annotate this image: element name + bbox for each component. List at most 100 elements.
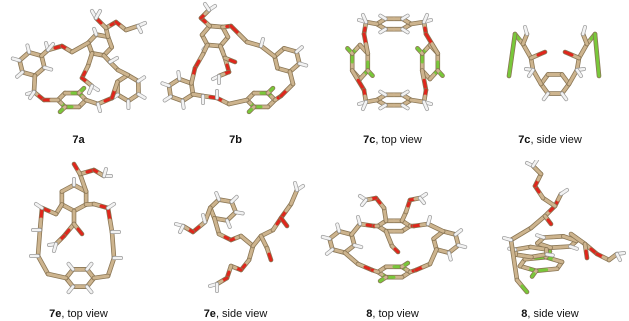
bond-half: [266, 49, 277, 58]
molecule-7a: [10, 9, 147, 115]
hydrogen-bond: [181, 99, 185, 110]
label-7a-compound: 7a: [72, 134, 85, 146]
bond-half: [378, 277, 385, 283]
hydrogen-bond: [325, 248, 334, 256]
bond-half: [76, 227, 84, 236]
panel-7a: 7a: [0, 0, 157, 160]
hydrogen-bond: [46, 42, 55, 52]
bond-half: [403, 261, 410, 267]
hydrogen-bond: [379, 103, 387, 110]
hydrogen-bond: [542, 92, 550, 101]
hydrogen-bond: [108, 56, 119, 64]
hydrogen-bond: [137, 92, 146, 100]
molecule-8-side-bonds: [502, 160, 626, 295]
hydrogen-bond: [293, 181, 299, 192]
hydrogen-bond: [360, 198, 368, 207]
hydrogen-bond: [523, 25, 529, 36]
molecule-7c-side: [506, 25, 602, 102]
molecule-7e-side: [174, 181, 305, 293]
bond-half: [282, 220, 289, 228]
hydrogen-bond: [356, 215, 362, 226]
bond-half: [79, 86, 86, 93]
bond-half: [530, 272, 536, 279]
bond-half: [546, 218, 553, 226]
bond-half: [552, 258, 564, 264]
bond-half: [509, 238, 516, 262]
hydrogen-bond: [67, 285, 75, 294]
hydrogen-bond: [545, 253, 555, 257]
molecule-8-top: [320, 192, 468, 284]
label-7c-top-compound: 7c: [363, 134, 376, 146]
bond-half: [563, 50, 574, 57]
hydrogen-bond: [615, 252, 622, 262]
panel-7c-side: 7c, side view: [471, 0, 629, 160]
bond-half: [507, 53, 514, 78]
hydrogen-bond: [94, 9, 102, 20]
bond-half: [370, 98, 379, 103]
hydrogen-bond: [401, 27, 409, 34]
label-8-top-compound: 8: [366, 308, 373, 320]
label-8-top: 8, top view: [314, 308, 471, 320]
bond-half: [584, 249, 589, 260]
hydrogen-bond: [527, 68, 535, 78]
bond-half: [268, 86, 275, 93]
bond-half: [58, 107, 65, 114]
bond-half: [430, 42, 440, 55]
bond-half: [189, 74, 195, 85]
hydrogen-bond: [298, 62, 308, 67]
hydrogen-bond: [85, 285, 93, 294]
hydrogen-bond: [178, 224, 185, 234]
bond-half: [110, 230, 115, 247]
bond-half: [121, 71, 130, 77]
bond-half: [288, 70, 293, 80]
bond-half: [431, 247, 438, 259]
hydrogen-bond: [214, 191, 221, 201]
panel-8-top: 8, top view: [314, 160, 471, 321]
hydrogen-bond: [234, 210, 244, 215]
bond-half: [364, 42, 370, 55]
bond-half: [108, 40, 114, 49]
bond-half: [236, 98, 249, 104]
bond-half: [434, 226, 445, 233]
molecule-7e-side-bonds: [174, 181, 305, 293]
hydrogen-bond: [401, 90, 409, 97]
molecule-8-top-bonds: [320, 192, 468, 284]
label-7c-side-compound: 7c: [518, 134, 531, 146]
hydrogen-bond: [163, 95, 172, 102]
hydrogen-bond: [201, 213, 207, 224]
label-7b-compound: 7b: [229, 134, 242, 146]
bond-half: [520, 284, 529, 294]
hydrogen-bond: [295, 45, 304, 54]
bond-half: [92, 275, 103, 280]
bond-half: [362, 32, 368, 46]
hydrogen-bond: [34, 202, 44, 210]
bond-half: [373, 269, 380, 274]
bond-half: [113, 80, 119, 92]
hydrogen-bond: [225, 219, 232, 229]
molecule-7c-top: [345, 13, 445, 111]
molecule-7e-top: [29, 161, 123, 295]
molecule-7c-top-bonds: [345, 13, 445, 111]
hydrogen-bond: [454, 228, 463, 236]
panel-7c-top: 7c, top view: [314, 0, 471, 160]
panel-8-side: 8, side view: [471, 160, 629, 321]
bond-half: [428, 73, 436, 81]
hydrogen-bond: [535, 233, 546, 239]
label-7e-side-view: , side view: [215, 308, 268, 320]
hydrogen-bond: [52, 242, 58, 253]
hydrogen-bond: [92, 27, 98, 36]
label-8-top-view: , top view: [372, 308, 419, 320]
bond-half: [424, 32, 434, 46]
bond-half: [568, 237, 579, 243]
molecule-8-side: [502, 160, 626, 295]
hydrogen-bond: [230, 195, 238, 204]
hydrogen-bond: [361, 13, 368, 24]
bond-half: [106, 206, 112, 222]
hydrogen-bond: [336, 223, 341, 233]
bond-half: [409, 98, 419, 103]
bond-half: [510, 32, 517, 57]
label-8-side: 8, side view: [471, 308, 629, 320]
label-7e-side-compound: 7e: [203, 308, 216, 320]
hydrogen-bond: [379, 14, 387, 21]
bond-half: [247, 107, 254, 114]
